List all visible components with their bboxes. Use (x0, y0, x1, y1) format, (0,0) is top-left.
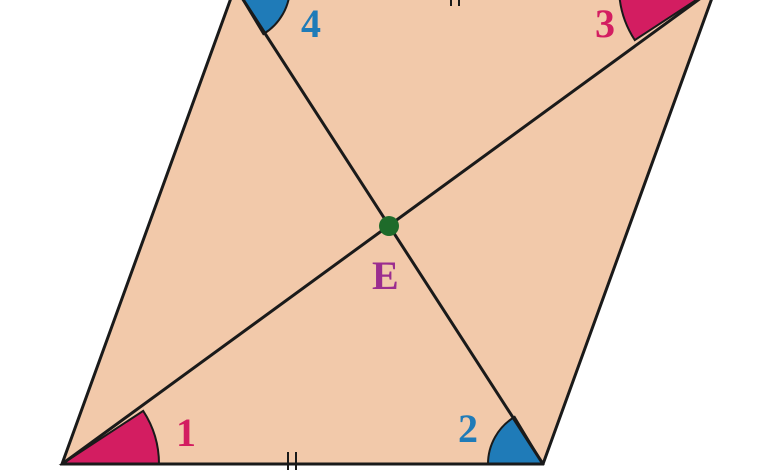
angle-3-label: 3 (595, 1, 615, 46)
angle-2-label: 2 (458, 406, 478, 451)
angle-4-label: 4 (301, 1, 321, 46)
angle-1-label: 1 (176, 410, 196, 455)
parallelogram-outline (59, 0, 713, 466)
angle-3-marker (618, 0, 698, 42)
congruence-tick-marks-bottom (287, 452, 297, 470)
intersection-point-e (379, 216, 399, 236)
point-e-label: E (372, 253, 399, 298)
congruence-tick-marks-top (450, 0, 460, 6)
